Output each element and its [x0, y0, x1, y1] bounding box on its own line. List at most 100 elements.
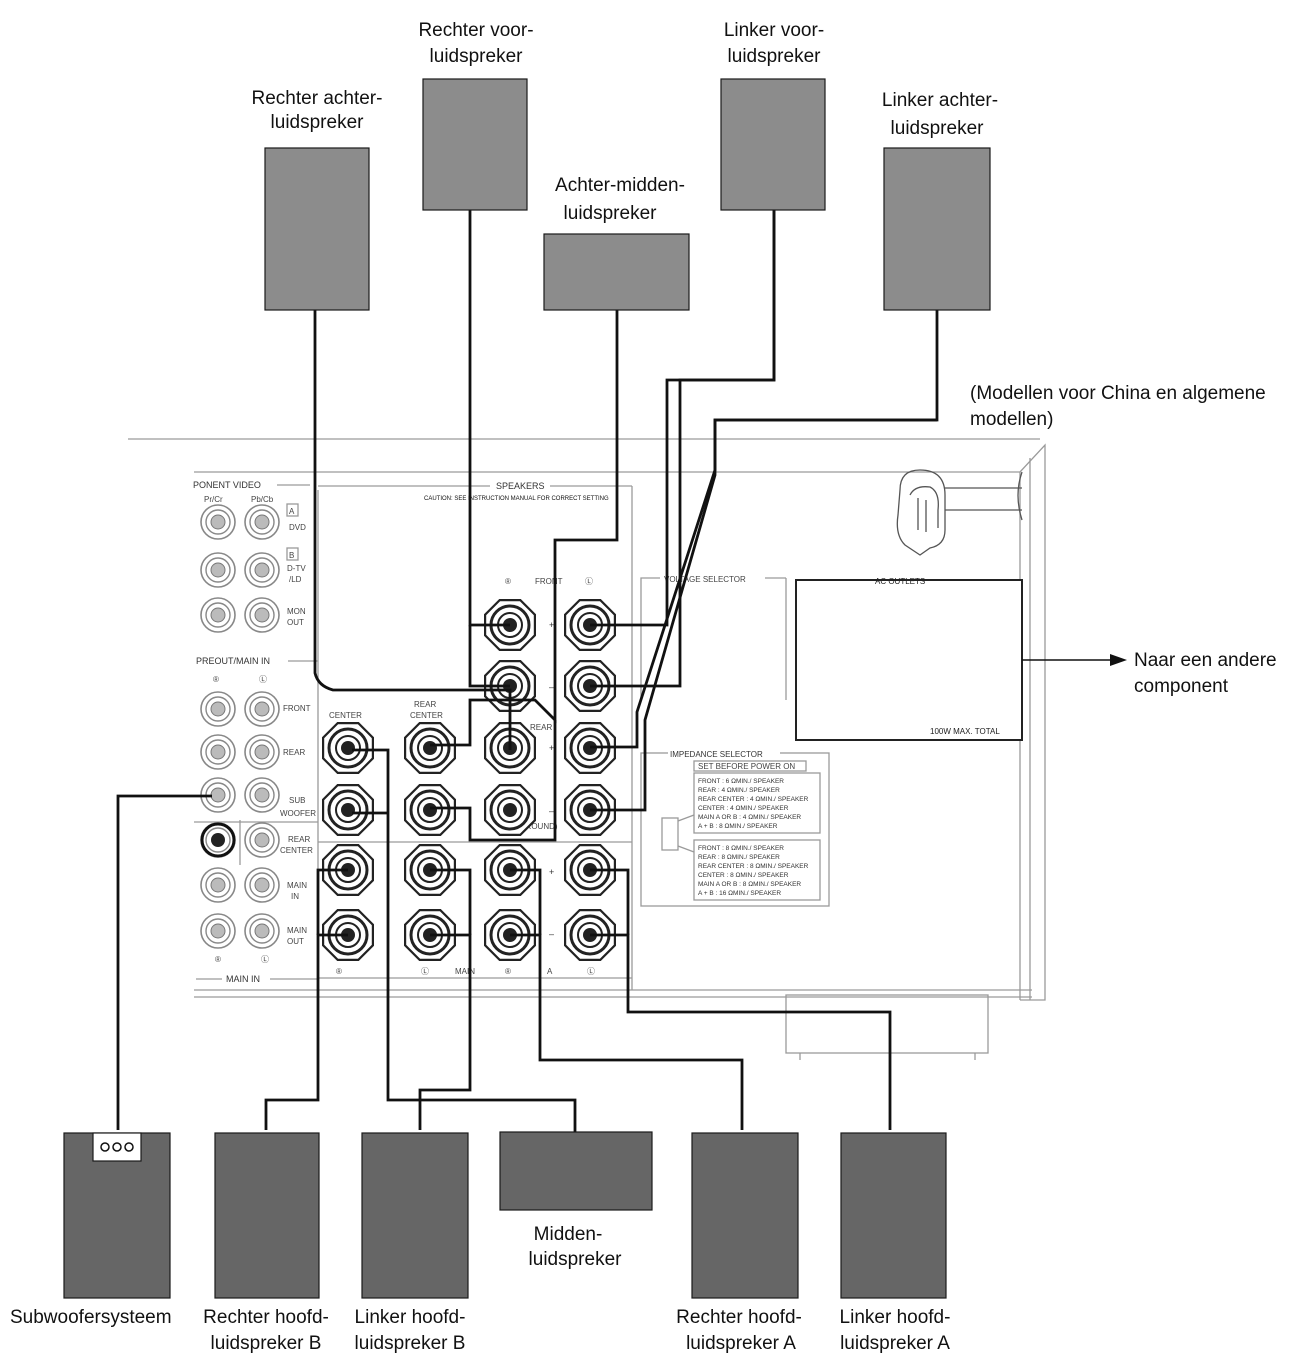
rca-jack: [244, 777, 280, 813]
rca-jack: [200, 867, 236, 903]
rca-jack: [244, 691, 280, 727]
rear-terminal-label: REAR: [530, 723, 552, 732]
subwoofer-jack-3: [124, 1142, 134, 1152]
impedance-row: REAR CENTER : 4 ΩMIN./ SPEAKER: [698, 796, 809, 803]
subwoofer-jack-2: [112, 1142, 122, 1152]
ac-max-label: 100W MAX. TOTAL: [930, 727, 1000, 736]
label-rear-center-2: luidspreker: [564, 203, 658, 224]
label-main-left-a-1: Linker hoofd-: [840, 1307, 951, 1328]
label-center-2: luidspreker: [529, 1249, 623, 1270]
ac-outlets-box: [795, 579, 1023, 741]
label-main-left-b-2: luidspreker B: [355, 1333, 466, 1354]
rca-jack: [200, 597, 236, 633]
a-terminal-label: A: [547, 967, 553, 976]
model-note-2: modellen): [970, 409, 1053, 430]
label-rear-right-2: luidspreker: [271, 112, 365, 133]
speaker-rear-right: [264, 147, 370, 311]
rca-jack: [244, 913, 280, 949]
voltage-selector-label: VOLTAGE SELECTOR: [664, 575, 746, 584]
rear-jack-label: REAR: [283, 748, 305, 757]
label-main-right-a-2: luidspreker A: [686, 1333, 796, 1354]
component-video-label: PONENT VIDEO: [193, 480, 261, 490]
dvd-label: DVD: [289, 523, 306, 532]
ac-destination-1: Naar een andere: [1134, 650, 1277, 671]
rear-center-terminal-b: CENTER: [410, 711, 443, 720]
label-center-1: Midden-: [534, 1224, 603, 1245]
speaker-terminal-post: [322, 721, 374, 775]
label-front-right-1: Rechter voor-: [418, 20, 533, 41]
r-mark-top: ®: [213, 675, 219, 684]
rca-jack: [200, 822, 236, 858]
rca-jack: [244, 552, 280, 588]
speaker-main-right-a: [691, 1132, 799, 1299]
r-mark-bottom: ®: [215, 955, 221, 964]
rear-center-terminal-a: REAR: [414, 700, 436, 709]
rear-center-jack-a: REAR: [288, 835, 310, 844]
label-front-left-2: luidspreker: [728, 46, 822, 67]
label-main-right-b-1: Rechter hoofd-: [203, 1307, 329, 1328]
main-out-jack-a: MAIN: [287, 926, 307, 935]
plus-main: +: [549, 867, 554, 877]
main-in-jack-b: IN: [291, 892, 299, 901]
speaker-terminal-post: [484, 783, 537, 837]
impedance-row: REAR : 8 ΩMIN./ SPEAKER: [698, 854, 780, 861]
caution-text: CAUTION: SEE INSTRUCTION MANUAL FOR CORR…: [424, 496, 609, 502]
center-terminal-label: CENTER: [329, 711, 362, 720]
impedance-row: FRONT : 6 ΩMIN./ SPEAKER: [698, 778, 784, 785]
minus-rear: –: [549, 806, 554, 816]
impedance-row: MAIN A OR B : 4 ΩMIN./ SPEAKER: [698, 814, 801, 821]
impedance-row: CENTER : 8 ΩMIN./ SPEAKER: [698, 872, 789, 879]
speaker-center: [499, 1131, 653, 1211]
l-mark-b: Ⓛ: [421, 967, 429, 976]
out-label: OUT: [287, 618, 304, 627]
mon-label: MON: [287, 607, 306, 616]
surround-terminal-label: (SURROUND): [506, 822, 558, 831]
speaker-main-left-b: [361, 1132, 469, 1299]
rca-jack: [200, 691, 236, 727]
impedance-row: CENTER : 4 ΩMIN./ SPEAKER: [698, 805, 789, 812]
impedance-row: FRONT : 8 ΩMIN./ SPEAKER: [698, 845, 784, 852]
label-main-right-a-1: Rechter hoofd-: [676, 1307, 802, 1328]
subwoofer-jack-1: [100, 1142, 110, 1152]
sub-label: SUB: [289, 796, 305, 805]
rca-jack: [200, 734, 236, 770]
label-rear-center-1: Achter-midden-: [555, 175, 685, 196]
box-b-label: B: [289, 551, 294, 560]
l-mark-a: Ⓛ: [587, 967, 595, 976]
label-front-right-2: luidspreker: [430, 46, 524, 67]
pr-cr-label: Pr/Cr: [204, 495, 223, 504]
label-rear-right-1: Rechter achter-: [252, 88, 383, 109]
rca-jack: [200, 552, 236, 588]
speaker-terminal-post: [322, 783, 374, 837]
impedance-row: A + B : 8 ΩMIN./ SPEAKER: [698, 823, 778, 830]
speaker-main-right-b: [214, 1132, 320, 1299]
speaker-front-right: [422, 78, 528, 211]
main-out-jack-b: OUT: [287, 937, 304, 946]
bottom-speakers: [63, 1131, 947, 1299]
label-subwoofer: Subwoofersysteem: [10, 1307, 172, 1328]
speaker-main-left-a: [840, 1132, 947, 1299]
main-terminal-label: MAIN: [455, 967, 475, 976]
pb-cb-label: Pb/Cb: [251, 495, 274, 504]
label-main-left-b-1: Linker hoofd-: [355, 1307, 466, 1328]
speaker-wires: [116, 210, 1127, 1132]
speaker-labels: Rechter achter- luidspreker Rechter voor…: [10, 20, 1277, 1354]
ac-arrow-head: [1110, 654, 1127, 666]
top-speakers: [264, 78, 991, 311]
set-before-label: SET BEFORE POWER ON: [698, 762, 795, 771]
speaker-rear-center: [543, 233, 690, 311]
front-terminal-label: FRONT: [535, 577, 563, 586]
rca-jacks: [200, 504, 280, 949]
rca-jack: [200, 504, 236, 540]
ac-outlets-label: AC OUTLETS: [875, 577, 925, 586]
label-main-left-a-2: luidspreker A: [840, 1333, 950, 1354]
right-panel-controls: VOLTAGE SELECTOR AC OUTLETS 100W MAX. TO…: [640, 575, 1023, 907]
plus-front: +: [549, 620, 554, 630]
speaker-terminal-post: [404, 783, 456, 837]
rear-center-jack-b: CENTER: [280, 846, 313, 855]
main-in-bottom-label: MAIN IN: [226, 974, 260, 984]
label-front-left-1: Linker voor-: [724, 20, 824, 41]
speaker-rear-left: [883, 147, 991, 311]
